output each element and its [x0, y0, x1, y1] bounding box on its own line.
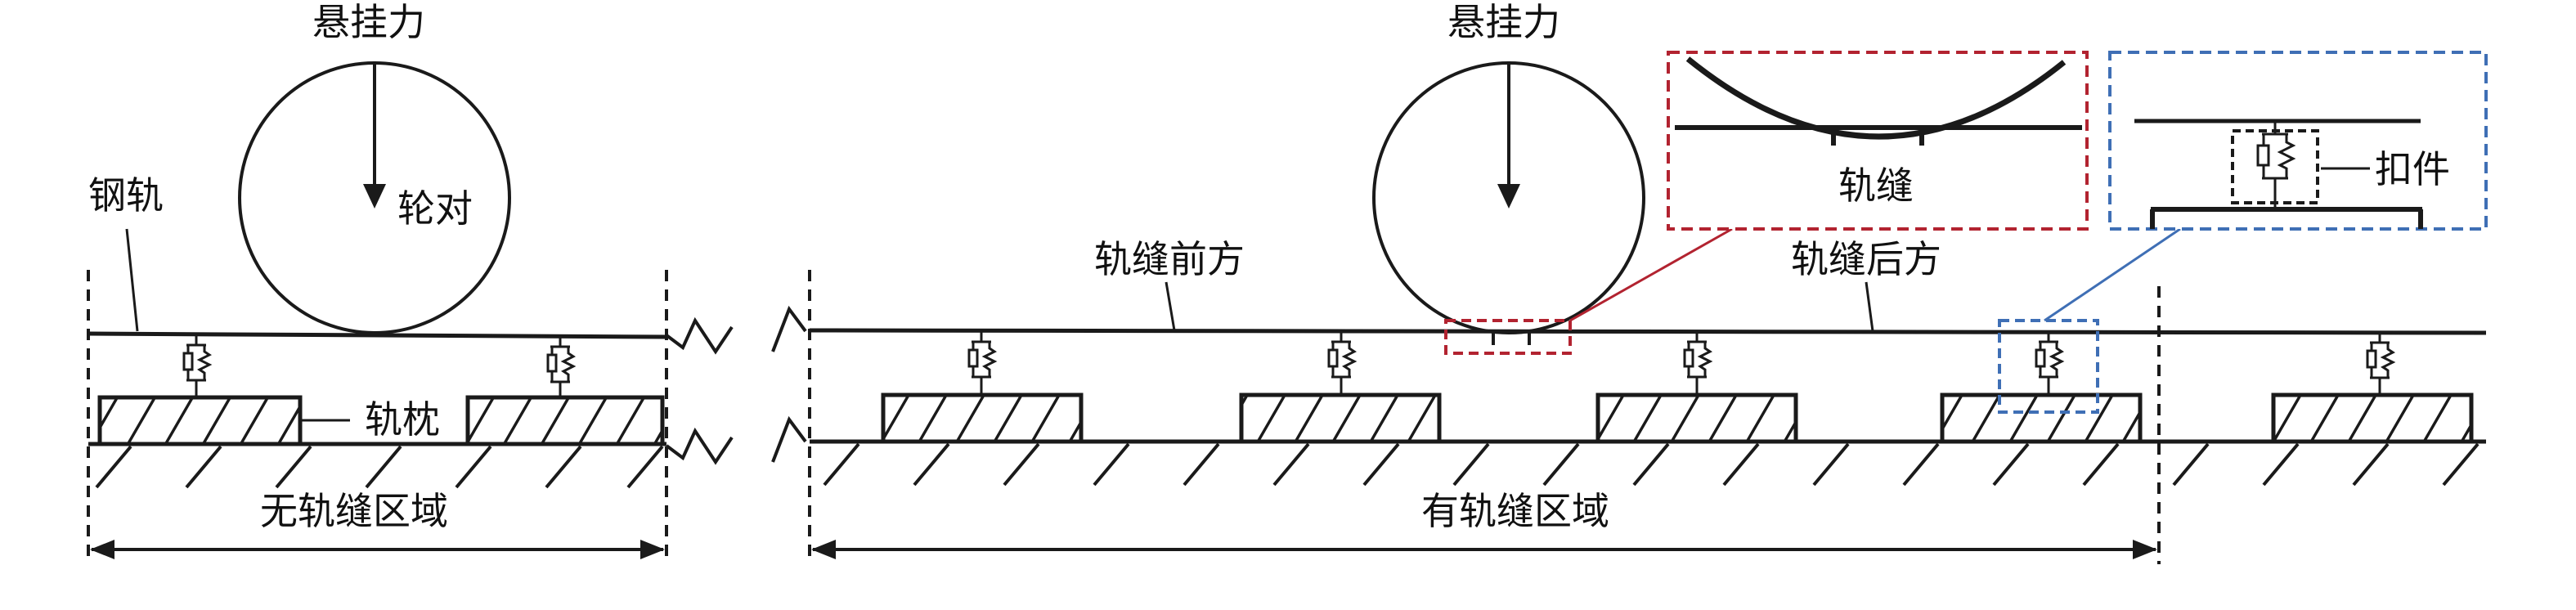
fastener-icon	[967, 332, 998, 395]
wheelset-label: 轮对	[397, 186, 473, 231]
dim-arrowhead-left-a	[90, 540, 114, 559]
after-joint-leader	[1865, 281, 1874, 332]
suspension-arrowhead-right	[1497, 184, 1520, 209]
suspension-force-label-right: 悬挂力	[1447, 0, 1560, 44]
rail-label: 钢轨	[88, 173, 164, 218]
sleeper-5	[1595, 392, 1798, 444]
rail-label-leader	[125, 228, 139, 332]
rail-right	[809, 328, 2487, 335]
fastener-small-box	[1998, 319, 2099, 414]
fastener-icon	[182, 335, 213, 397]
sleeper-2	[465, 395, 665, 446]
sleeper-label: 轨枕	[365, 397, 440, 442]
fastener-icon	[1327, 332, 1358, 395]
dim-arrowhead-left-b	[640, 540, 665, 559]
joint-detail-callout	[1444, 51, 2089, 355]
joint-small-box	[1444, 319, 1572, 355]
sleeper-1	[97, 395, 303, 446]
fastener-detail-callout	[1998, 51, 2488, 414]
dim-arrowhead-right-b	[2133, 540, 2157, 559]
break-symbols	[665, 305, 807, 465]
rail-joint-label: 轨缝	[1838, 164, 1914, 208]
sleeper-6	[1940, 392, 2143, 444]
suspension-arrowhead-left	[363, 184, 386, 209]
fastener-icon	[546, 337, 577, 397]
joint-callout-leader	[1569, 227, 1733, 322]
ground-hatch-right	[823, 442, 2480, 487]
rail-left	[88, 331, 667, 339]
ground-hatch-left	[95, 445, 664, 489]
sleeper-3	[881, 392, 1084, 444]
fastener-icon	[1683, 332, 1713, 395]
before-joint-label: 轨缝前方	[1094, 237, 1245, 281]
no-joint-region	[87, 61, 668, 564]
joint-region	[808, 61, 2487, 564]
joint-detail-box	[1667, 51, 2089, 231]
fastener-icon	[2366, 333, 2396, 395]
after-joint-label: 轨缝后方	[1791, 237, 1941, 281]
fastener-label: 扣件	[2375, 147, 2450, 191]
suspension-force-label-left: 悬挂力	[312, 0, 425, 44]
fastener-detail-icon	[2256, 121, 2296, 209]
sleeper-4	[1239, 392, 1442, 444]
joint-detail-wheel-arc	[1685, 56, 2067, 140]
before-joint-leader	[1165, 281, 1176, 331]
dim-arrowhead-right-a	[811, 540, 836, 559]
sleeper-7	[2271, 392, 2474, 444]
no-joint-zone-label: 无轨缝区域	[260, 489, 448, 533]
fastener-detail-box	[2108, 51, 2488, 231]
fastener-icon	[2035, 332, 2065, 395]
fastener-callout-leader	[2044, 227, 2181, 322]
joint-zone-label: 有轨缝区域	[1421, 489, 1609, 533]
